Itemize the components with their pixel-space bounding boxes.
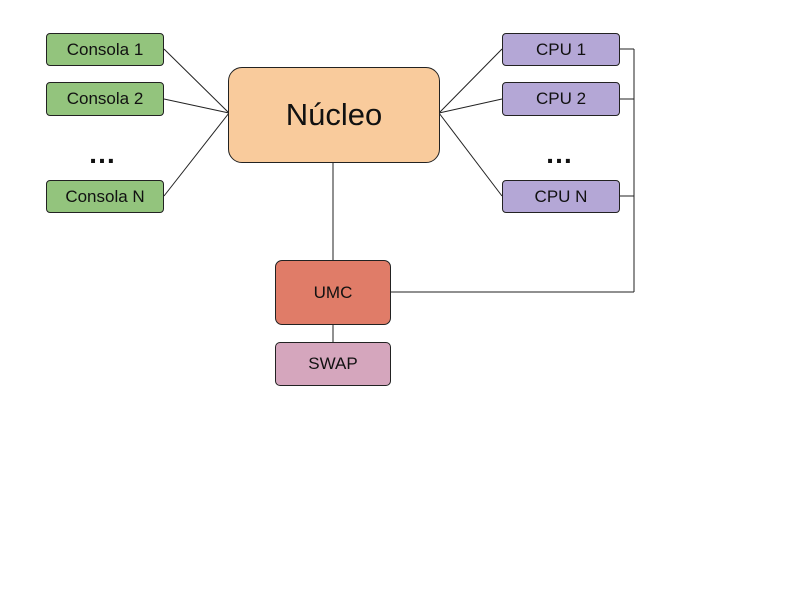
- console-n-box: Consola N: [46, 180, 164, 213]
- console-1-label: Consola 1: [66, 39, 144, 59]
- cpu-1-label: CPU 1: [535, 39, 587, 59]
- umc-label: UMC: [313, 282, 353, 302]
- cpu-2-box: CPU 2: [502, 82, 620, 116]
- cpu-n-box: CPU N: [502, 180, 620, 213]
- kernel-box: Núcleo: [228, 67, 440, 163]
- line-kernel-cpu-n: [438, 112, 503, 197]
- swap-box: SWAP: [275, 342, 391, 386]
- line-kernel-cpu-1: [438, 48, 503, 114]
- cpu-n-label: CPU N: [534, 186, 588, 206]
- console-2-label: Consola 2: [66, 89, 144, 108]
- console-n-label: Consola N: [65, 186, 145, 206]
- cpu-ellipsis: …: [545, 138, 574, 169]
- console-2-box: Consola 2: [46, 82, 164, 116]
- cpu-1-box: CPU 1: [502, 33, 620, 66]
- console-ellipsis: …: [88, 138, 117, 169]
- cpu-2-label: CPU 2: [535, 89, 587, 108]
- line-console-2-kernel: [163, 98, 230, 114]
- console-1-box: Consola 1: [46, 33, 164, 66]
- line-kernel-cpu-2: [438, 98, 503, 114]
- swap-label: SWAP: [308, 354, 358, 373]
- umc-box: UMC: [275, 260, 391, 325]
- line-console-n-kernel: [163, 112, 230, 197]
- line-console-1-kernel: [163, 48, 230, 114]
- kernel-label: Núcleo: [285, 97, 383, 132]
